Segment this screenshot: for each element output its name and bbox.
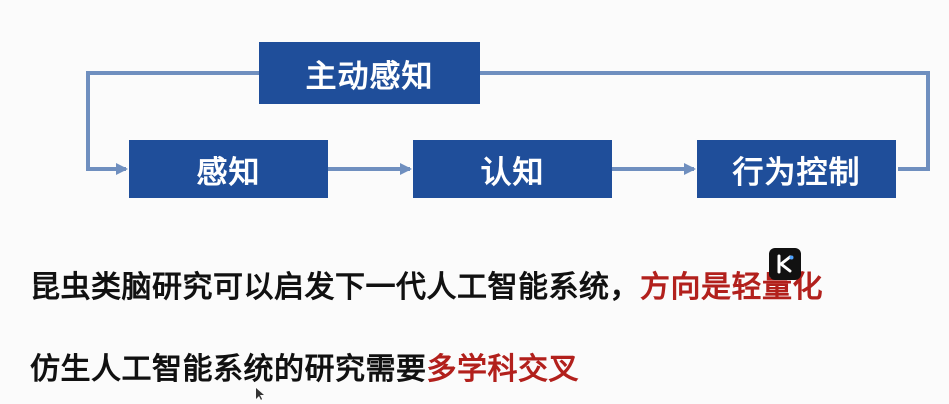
loop-right-connector: [480, 71, 930, 171]
behavior-control-box: 行为控制: [697, 140, 896, 198]
active-perception-box: 主动感知: [259, 42, 480, 104]
perception-box: 感知: [129, 140, 328, 198]
cognition-box: 认知: [413, 140, 612, 198]
k-logo-icon: [769, 248, 801, 280]
mouse-pointer-icon: [256, 388, 264, 400]
statement-line-1: 昆虫类脑研究可以启发下一代人工智能系统，方向是轻量化: [30, 262, 823, 306]
statement-line-1-main: 昆虫类脑研究可以启发下一代人工智能系统，: [30, 270, 640, 305]
statement-line-2: 仿生人工智能系统的研究需要多学科交叉: [30, 344, 579, 388]
statement-line-2-highlight: 多学科交叉: [426, 352, 579, 387]
loop-left-connector: [86, 71, 259, 175]
statement-line-2-main: 仿生人工智能系统的研究需要: [30, 352, 427, 387]
